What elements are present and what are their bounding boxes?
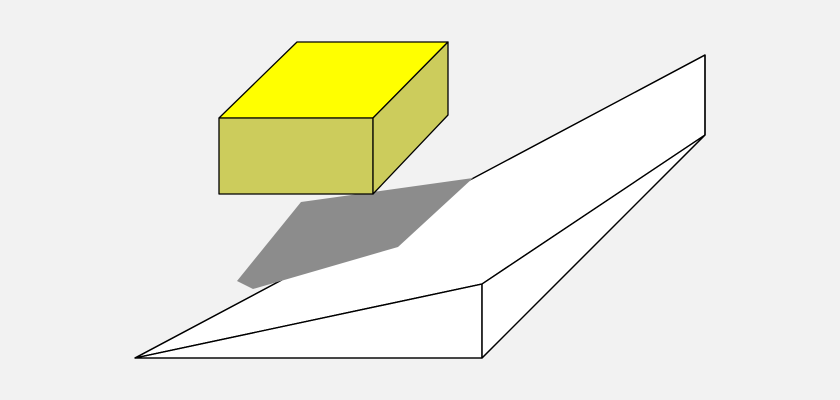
block-shadow	[237, 178, 473, 289]
slab-edge	[481, 134, 706, 359]
block-front-face	[218, 117, 374, 195]
slab-outline	[134, 54, 706, 359]
slab-edge	[134, 283, 483, 359]
block-side-face	[372, 41, 449, 195]
block	[218, 41, 449, 195]
